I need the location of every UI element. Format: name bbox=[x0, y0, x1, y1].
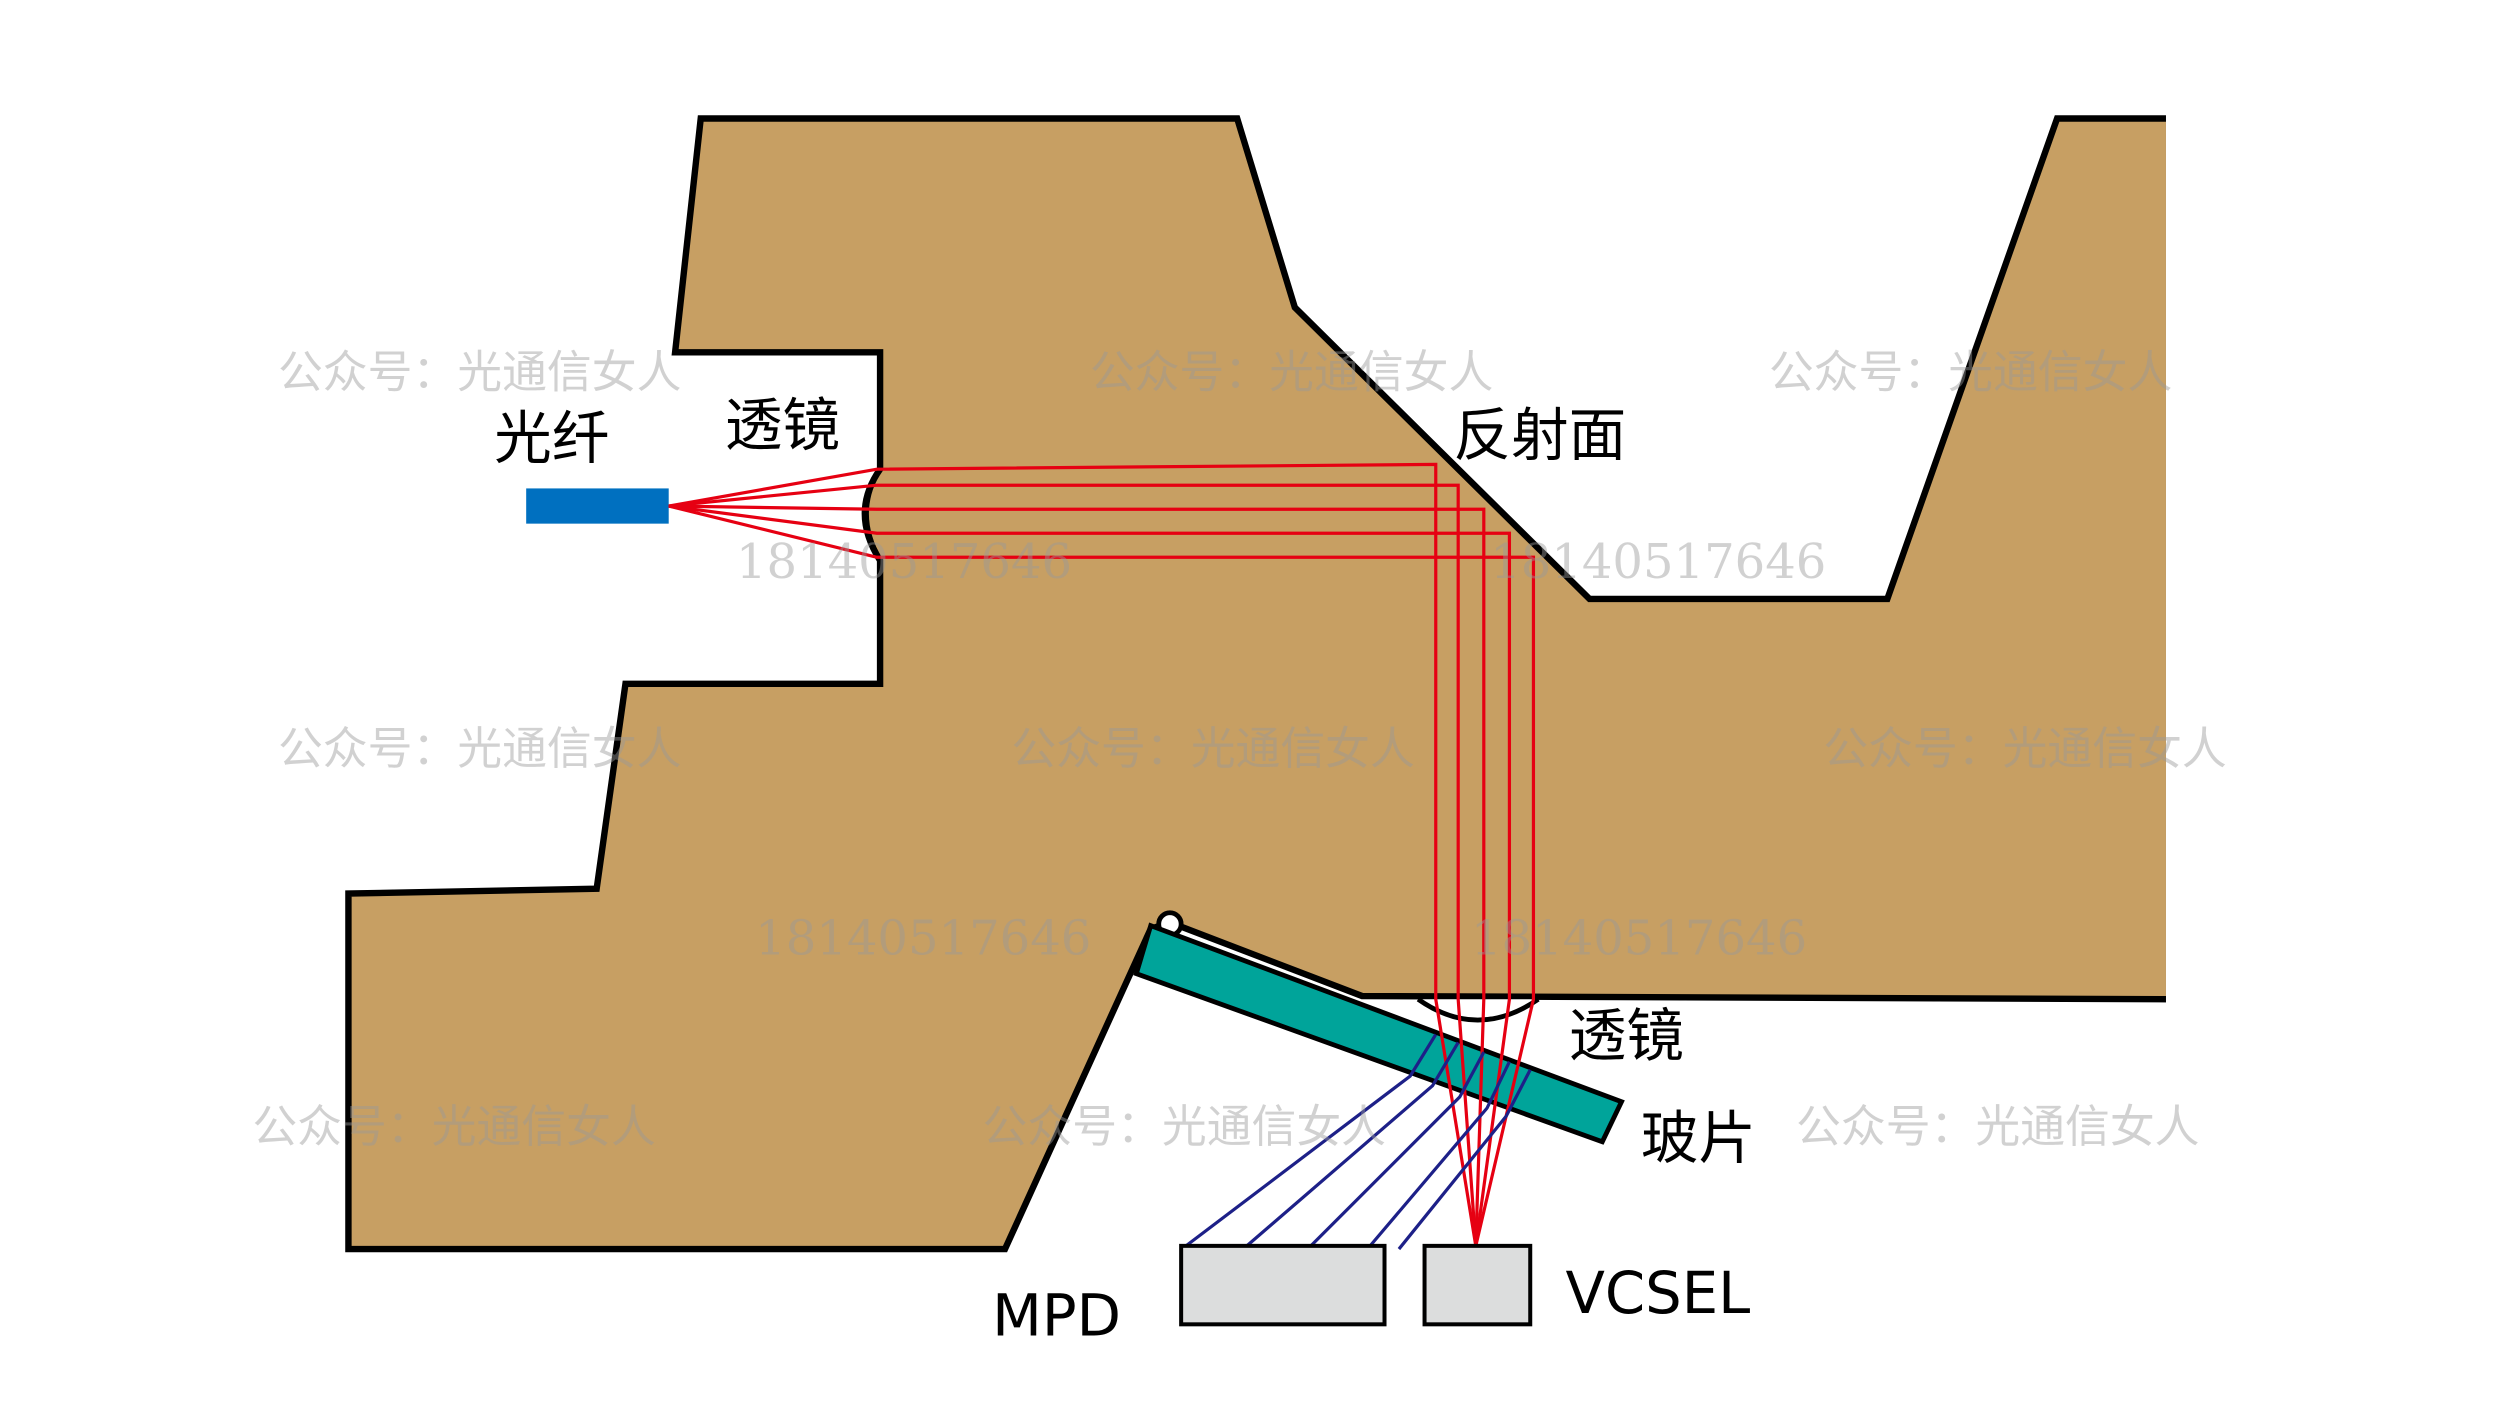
vcsel-chip bbox=[1422, 1243, 1533, 1327]
watermark: 公众号：光通信女人 bbox=[252, 1100, 655, 1153]
watermark: 公众号：光通信女人 bbox=[278, 722, 681, 775]
watermark-phone: 18140517646 bbox=[755, 910, 1091, 966]
ray bbox=[1184, 1033, 1438, 1248]
watermark: 公众号：光通信女人 bbox=[1823, 722, 2226, 775]
ray bbox=[668, 483, 1478, 1246]
ray bbox=[668, 504, 1486, 1246]
watermark-phone: 18140517646 bbox=[1471, 910, 1807, 966]
ray bbox=[1397, 1068, 1532, 1251]
watermarks: 公众号：光通信女人 公众号：光通信女人 公众号：光通信女人 公众号：光通信女人 … bbox=[252, 346, 2226, 1153]
watermark: 公众号：光通信女人 bbox=[983, 1100, 1386, 1153]
ray bbox=[1309, 1051, 1486, 1247]
label-lens-bottom: 透镜 bbox=[1569, 1001, 1684, 1069]
glass-plate bbox=[1133, 922, 1625, 1145]
ray bbox=[1245, 1041, 1460, 1248]
label-vcsel: VCSEL bbox=[1565, 1259, 1750, 1327]
label-mpd: MPD bbox=[992, 1282, 1121, 1350]
ray bbox=[668, 462, 1478, 1247]
watermark-phone: 18140517646 bbox=[736, 534, 1072, 590]
label-lens-top: 透镜 bbox=[725, 391, 840, 459]
ray bbox=[668, 504, 1536, 1247]
collimating-lens bbox=[864, 467, 883, 562]
transmit-rays bbox=[668, 462, 1536, 1247]
fiber bbox=[526, 488, 669, 524]
label-reflector: 反射面 bbox=[1453, 401, 1626, 469]
monitor-rays bbox=[1184, 1033, 1532, 1251]
watermark: 公众号：光通信女人 bbox=[1090, 346, 1493, 399]
ray bbox=[1368, 1061, 1511, 1247]
watermark-phone: 18140517646 bbox=[1490, 534, 1826, 590]
lens-body bbox=[345, 115, 2173, 1253]
label-fiber: 光纤 bbox=[494, 404, 609, 472]
label-glass: 玻片 bbox=[1641, 1104, 1756, 1172]
watermark: 公众号：光通信女人 bbox=[278, 346, 681, 399]
watermark: 公众号：光通信女人 bbox=[1796, 1100, 2199, 1153]
watermark: 公众号：光通信女人 bbox=[1011, 722, 1414, 775]
watermark: 公众号：光通信女人 bbox=[1769, 346, 2172, 399]
mpd-chip bbox=[1179, 1243, 1387, 1327]
